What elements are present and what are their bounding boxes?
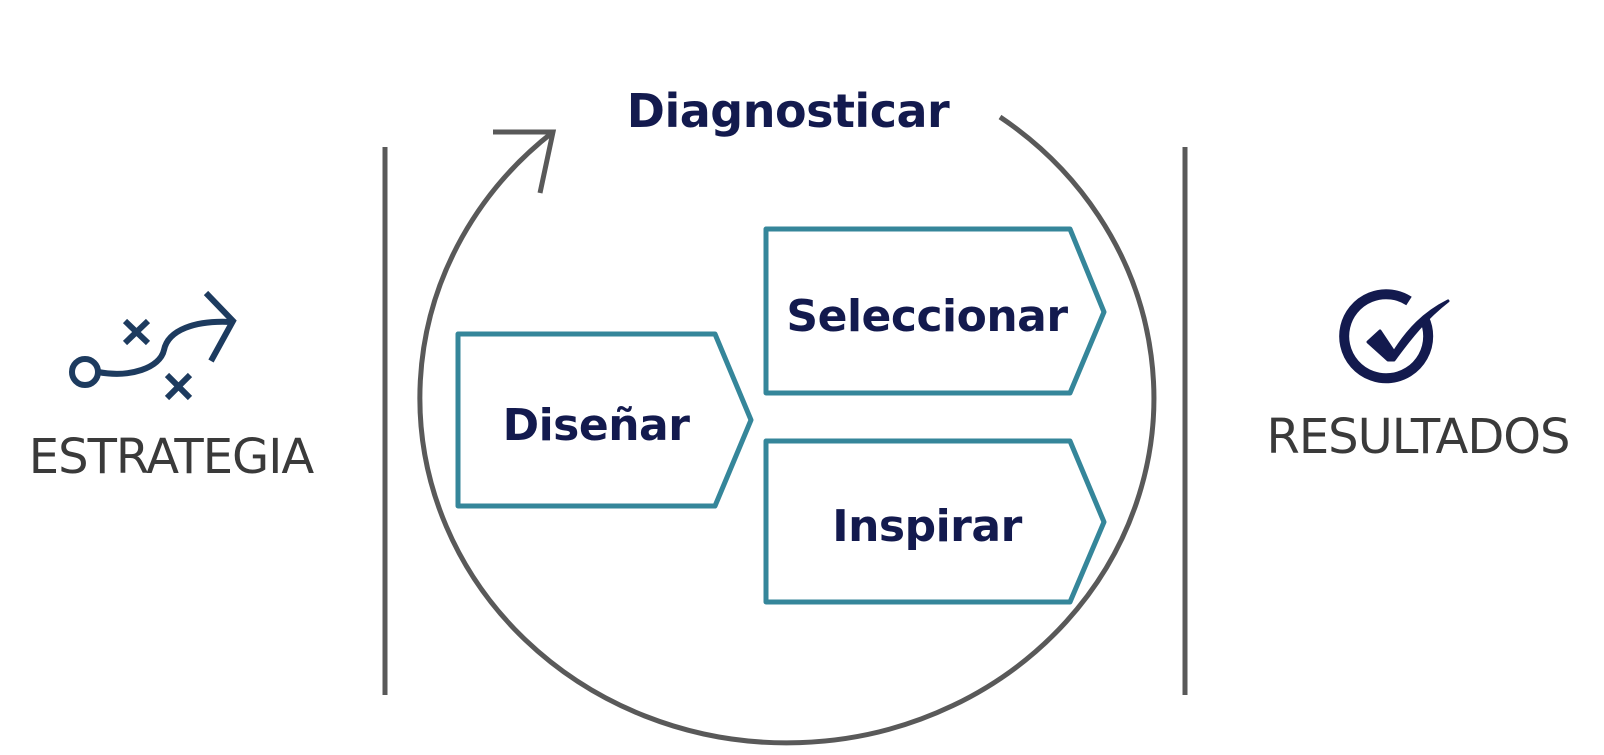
check-circle-icon — [1339, 289, 1450, 384]
step-seleccionar-label: Seleccionar — [786, 291, 1068, 342]
right-label: RESULTADOS — [1266, 409, 1569, 465]
step-inspirar-box — [763, 438, 1107, 605]
step-seleccionar-box — [763, 226, 1107, 396]
cycle-label: Diagnosticar — [627, 84, 950, 138]
step-disenar: Diseñar — [455, 331, 754, 509]
step-seleccionar: Seleccionar — [763, 226, 1107, 396]
cycle-arrowhead — [493, 129, 557, 194]
strategy-play-icon — [69, 290, 237, 401]
step-disenar-box — [455, 331, 754, 509]
step-inspirar: Inspirar — [763, 438, 1107, 605]
step-disenar-label: Diseñar — [503, 400, 691, 451]
left-label: ESTRATEGIA — [29, 429, 315, 485]
cycle-arc — [417, 114, 1157, 746]
step-inspirar-label: Inspirar — [832, 501, 1022, 552]
